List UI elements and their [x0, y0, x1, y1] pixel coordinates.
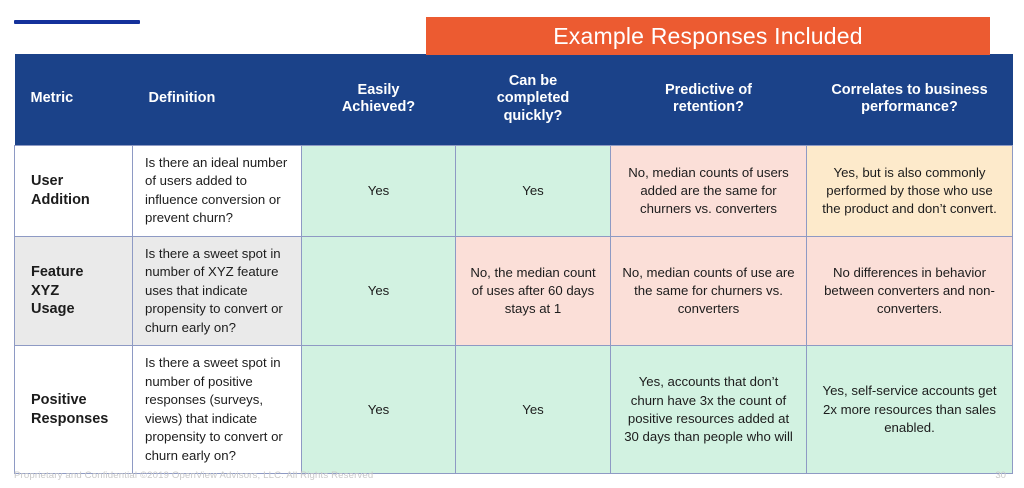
cell-completed-quickly: Yes: [455, 145, 611, 237]
cell-easily-achieved: Yes: [301, 145, 456, 237]
cell-easily-achieved: Yes: [301, 235, 456, 347]
column-header-definition: Definition: [132, 54, 302, 146]
cell-easily-achieved: Yes: [301, 345, 456, 475]
column-header-completed-quickly-line1: Can be: [508, 73, 558, 90]
cell-correlates-business: Yes, self-service accounts get 2x more r…: [806, 345, 1013, 475]
column-header-metric: Metric: [14, 54, 133, 146]
table-row: User Addition Is there an ideal number o…: [14, 145, 1013, 237]
cell-metric-name: Positive Responses: [14, 345, 133, 475]
column-header-easily-achieved: Easily Achieved?: [301, 54, 456, 146]
table-row: Feature XYZ Usage Is there a sweet spot …: [14, 235, 1013, 347]
metric-name-line2: XYZ: [31, 282, 60, 299]
table-row: Positive Responses Is there a sweet spot…: [14, 345, 1013, 475]
column-header-predictive-line1: Predictive of: [664, 81, 753, 98]
metrics-table-container: Metric Definition Easily Achieved? Can b…: [14, 54, 1013, 475]
metric-name-line2: Responses: [31, 410, 109, 427]
cell-completed-quickly: Yes: [455, 345, 611, 475]
cell-predictive-retention: No, median counts of use are the same fo…: [610, 235, 807, 347]
title-accent-rule: [14, 20, 140, 24]
metric-name-line1: Positive: [31, 392, 87, 409]
column-header-definition-label: Definition: [148, 90, 216, 107]
metric-name-line3: Usage: [31, 301, 75, 318]
column-header-easily-achieved-line2: Achieved?: [341, 99, 416, 115]
column-header-predictive-line2: retention?: [673, 99, 744, 115]
column-header-correlates-line1: Correlates to business: [831, 81, 988, 98]
column-header-correlates-business: Correlates to business performance?: [806, 54, 1013, 146]
cell-predictive-retention: Yes, accounts that don’t churn have 3x t…: [610, 345, 807, 475]
example-responses-banner: Example Responses Included: [426, 17, 990, 55]
cell-correlates-business: Yes, but is also commonly performed by t…: [806, 145, 1013, 237]
metric-name-line1: Feature: [31, 264, 84, 281]
cell-correlates-business: No differences in behavior between conve…: [806, 235, 1013, 347]
cell-metric-name: User Addition: [14, 145, 133, 237]
table-header: Metric Definition Easily Achieved? Can b…: [14, 54, 1013, 146]
column-header-completed-quickly: Can be completed quickly?: [455, 54, 611, 146]
cell-completed-quickly: No, the median count of uses after 60 da…: [455, 235, 611, 347]
table-body: User Addition Is there an ideal number o…: [14, 145, 1013, 475]
metric-name-line2: Addition: [31, 191, 90, 208]
cell-definition: Is there a sweet spot in number of posit…: [132, 345, 302, 475]
column-header-easily-achieved-line1: Easily: [357, 81, 400, 98]
column-header-predictive-retention: Predictive of retention?: [610, 54, 807, 146]
cell-definition: Is there an ideal number of users added …: [132, 145, 302, 237]
metrics-matrix-table: Metric Definition Easily Achieved? Can b…: [14, 54, 1013, 475]
column-header-correlates-line2: performance?: [861, 99, 958, 115]
column-header-completed-quickly-line2: completed: [496, 90, 570, 107]
header-row: Metric Definition Easily Achieved? Can b…: [14, 54, 1013, 146]
column-header-metric-label: Metric: [30, 90, 74, 107]
cell-definition: Is there a sweet spot in number of XYZ f…: [132, 235, 302, 347]
cell-predictive-retention: No, median counts of users added are the…: [610, 145, 807, 237]
column-header-completed-quickly-line3: quickly?: [503, 107, 563, 124]
banner-label: Example Responses Included: [553, 22, 863, 49]
page-number: 30: [995, 470, 1006, 481]
footer-copyright: Proprietary and Confidential ©2019 OpenV…: [14, 470, 374, 481]
cell-metric-name: Feature XYZ Usage: [14, 235, 133, 347]
metric-name-line1: User: [31, 173, 64, 190]
